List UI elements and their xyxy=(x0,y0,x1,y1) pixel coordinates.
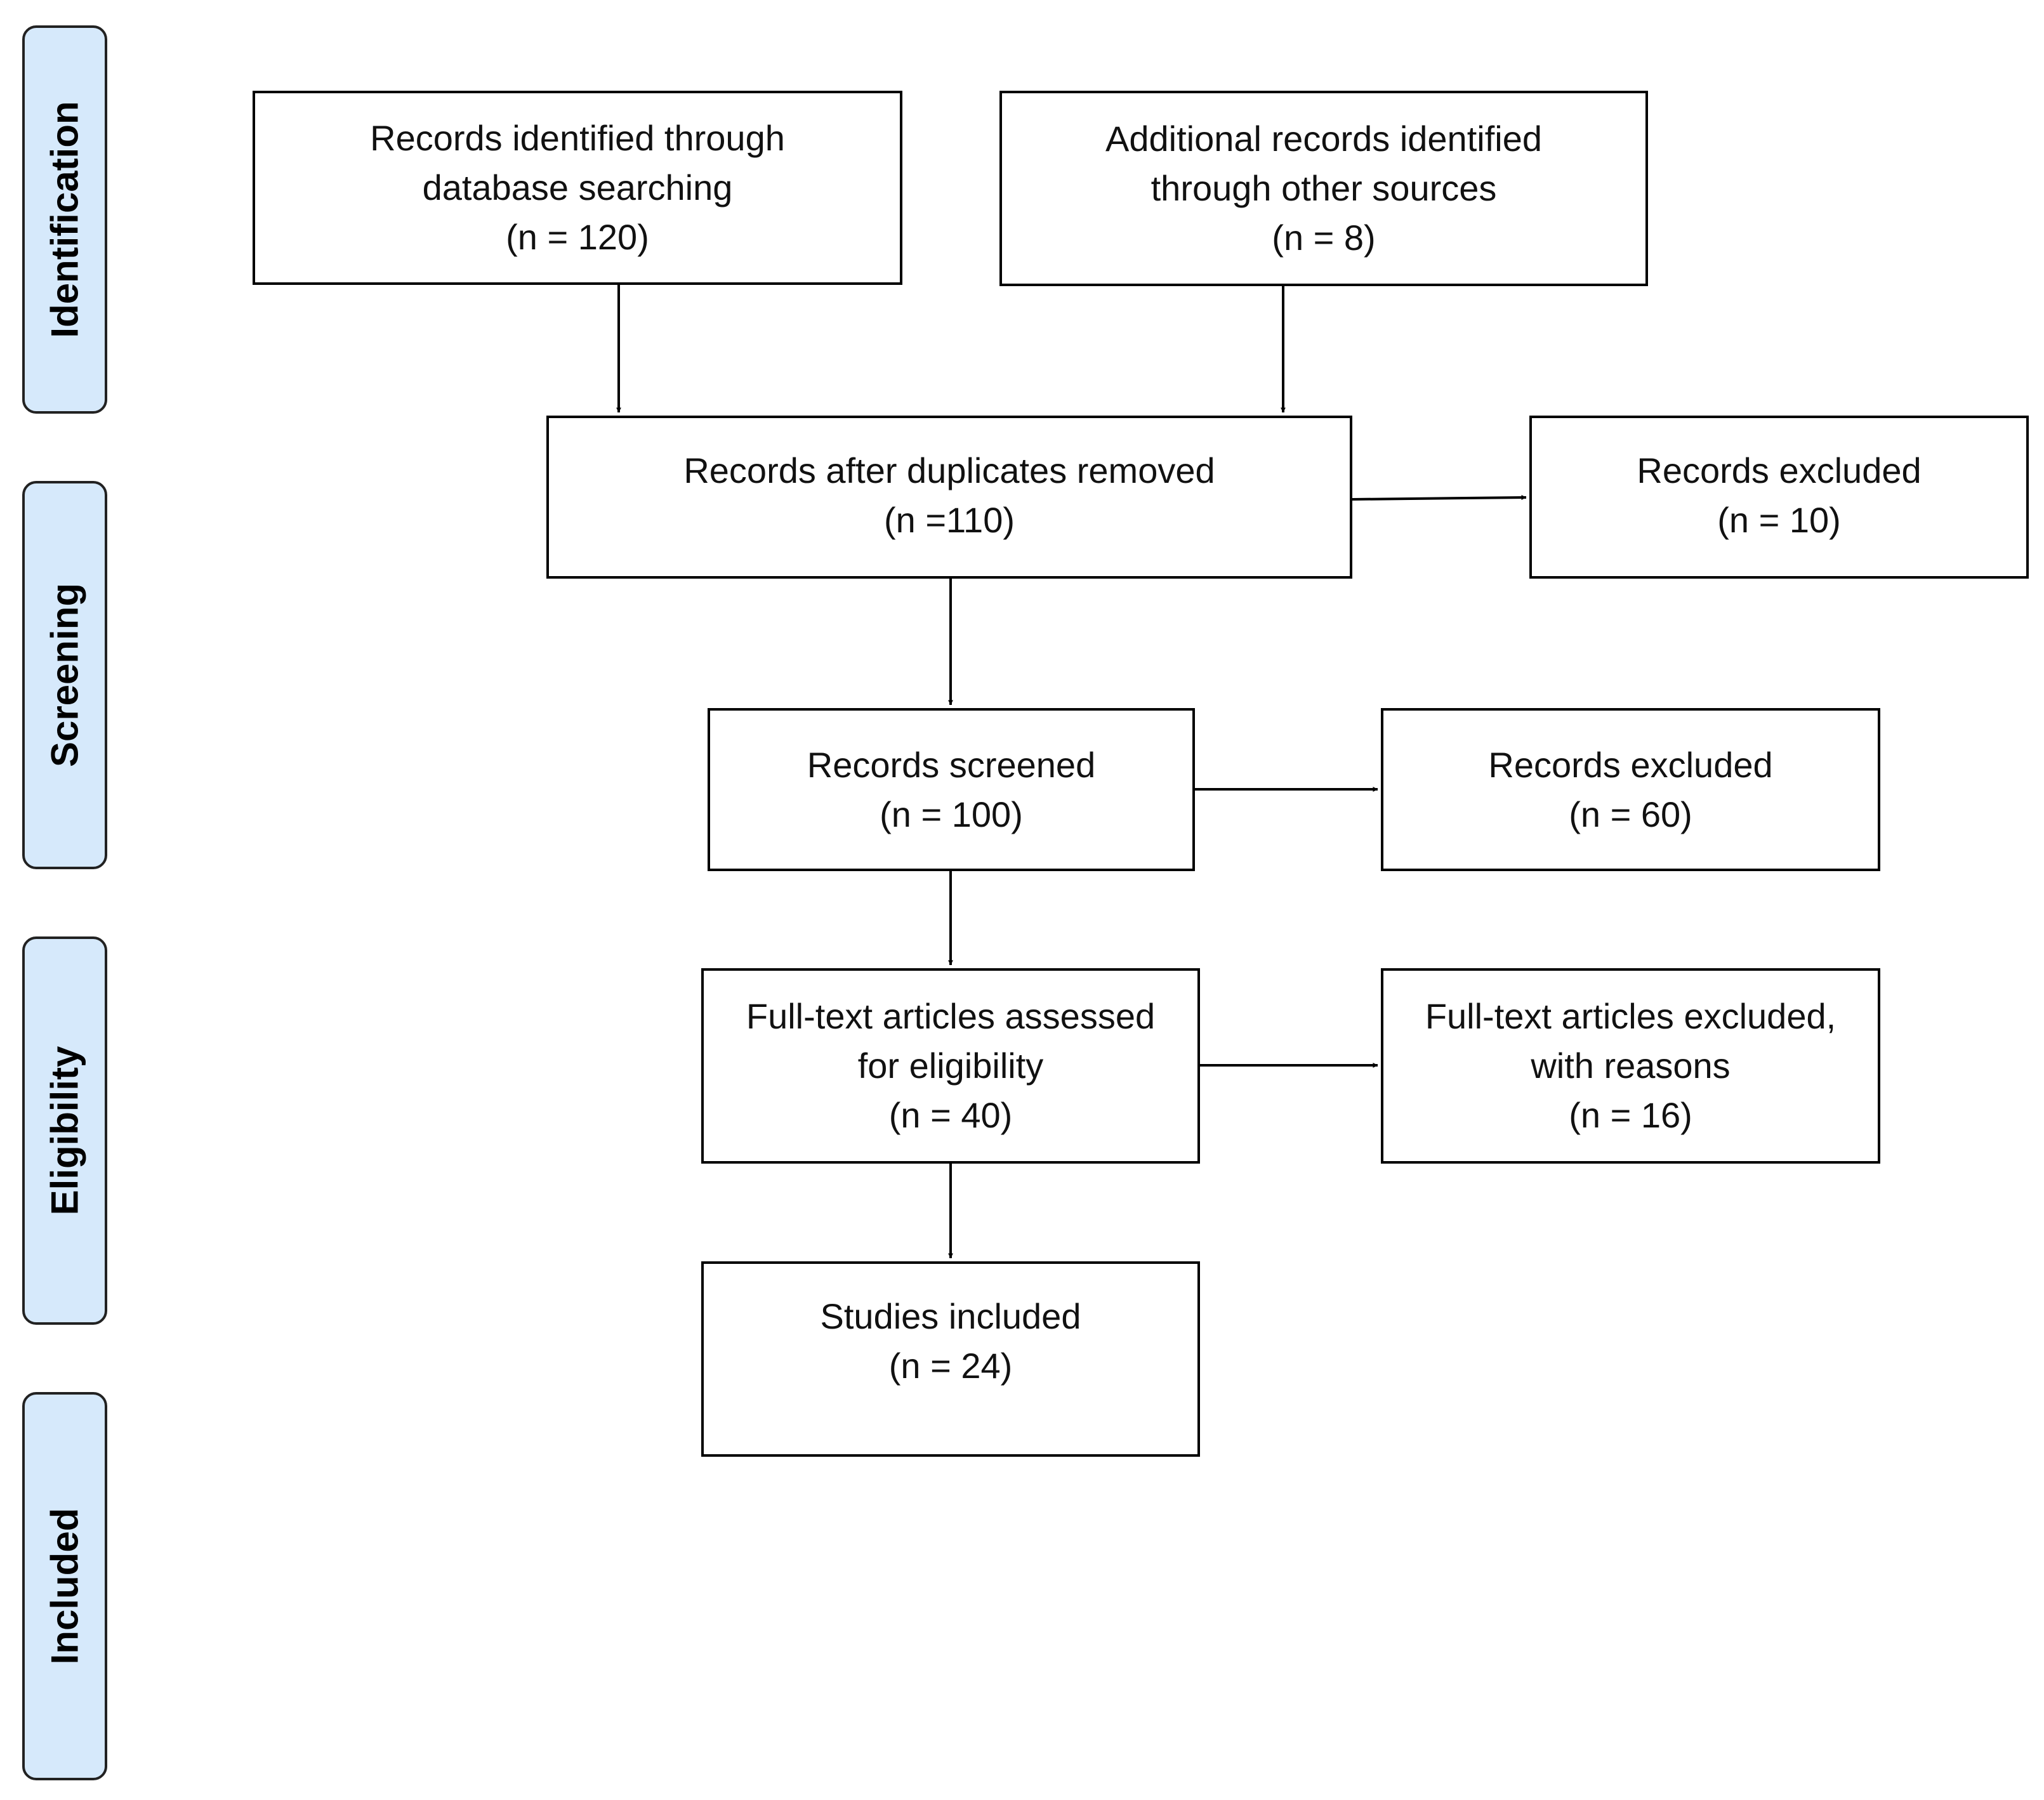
box-full-text-assessed-count: (n = 40) xyxy=(888,1095,1013,1135)
box-excluded-screening-count: (n = 60) xyxy=(1569,794,1692,834)
box-other-sources-count: (n = 8) xyxy=(1272,218,1376,258)
box-database-search-count: (n = 120) xyxy=(506,217,649,257)
box-excluded-duplicates: Records excluded (n = 10) xyxy=(1529,416,2029,579)
phase-eligibility: Eligibility xyxy=(22,936,107,1325)
box-database-search: Records identified through database sear… xyxy=(253,91,902,285)
box-studies-included-line1: Studies included xyxy=(820,1296,1081,1336)
box-records-screened-count: (n = 100) xyxy=(880,794,1023,834)
box-records-screened: Records screened (n = 100) xyxy=(708,708,1195,871)
box-full-text-excluded-line2: with reasons xyxy=(1531,1046,1731,1086)
box-full-text-excluded-count: (n = 16) xyxy=(1569,1095,1692,1135)
box-full-text-assessed: Full-text articles assessed for eligibil… xyxy=(701,968,1200,1164)
box-duplicates-removed-count: (n =110) xyxy=(884,500,1015,540)
box-full-text-assessed-line1: Full-text articles assessed xyxy=(746,996,1156,1036)
box-other-sources: Additional records identified through ot… xyxy=(999,91,1648,286)
box-full-text-excluded: Full-text articles excluded, with reason… xyxy=(1381,968,1880,1164)
box-database-search-line2: database searching xyxy=(422,168,733,207)
box-excluded-duplicates-count: (n = 10) xyxy=(1717,500,1841,540)
box-excluded-screening: Records excluded (n = 60) xyxy=(1381,708,1880,871)
arrow-duplicates-to-excluded xyxy=(1352,495,1527,501)
box-other-sources-line2: through other sources xyxy=(1151,168,1497,208)
box-excluded-duplicates-line1: Records excluded xyxy=(1637,450,1922,490)
box-records-screened-line1: Records screened xyxy=(807,744,1096,785)
box-full-text-assessed-line2: for eligibility xyxy=(857,1046,1044,1086)
box-full-text-excluded-line1: Full-text articles excluded, xyxy=(1425,996,1836,1036)
phase-screening: Screening xyxy=(22,481,107,869)
box-studies-included-count: (n = 24) xyxy=(888,1346,1013,1386)
box-excluded-screening-line1: Records excluded xyxy=(1488,744,1773,785)
box-studies-included: Studies included (n = 24) xyxy=(701,1261,1200,1457)
box-database-search-line1: Records identified through xyxy=(370,118,785,158)
box-other-sources-line1: Additional records identified xyxy=(1105,119,1542,159)
phase-identification: Identification xyxy=(22,25,107,414)
phase-included: Included xyxy=(22,1392,107,1780)
box-duplicates-removed-line1: Records after duplicates removed xyxy=(683,450,1215,490)
box-duplicates-removed: Records after duplicates removed (n =110… xyxy=(546,416,1352,579)
